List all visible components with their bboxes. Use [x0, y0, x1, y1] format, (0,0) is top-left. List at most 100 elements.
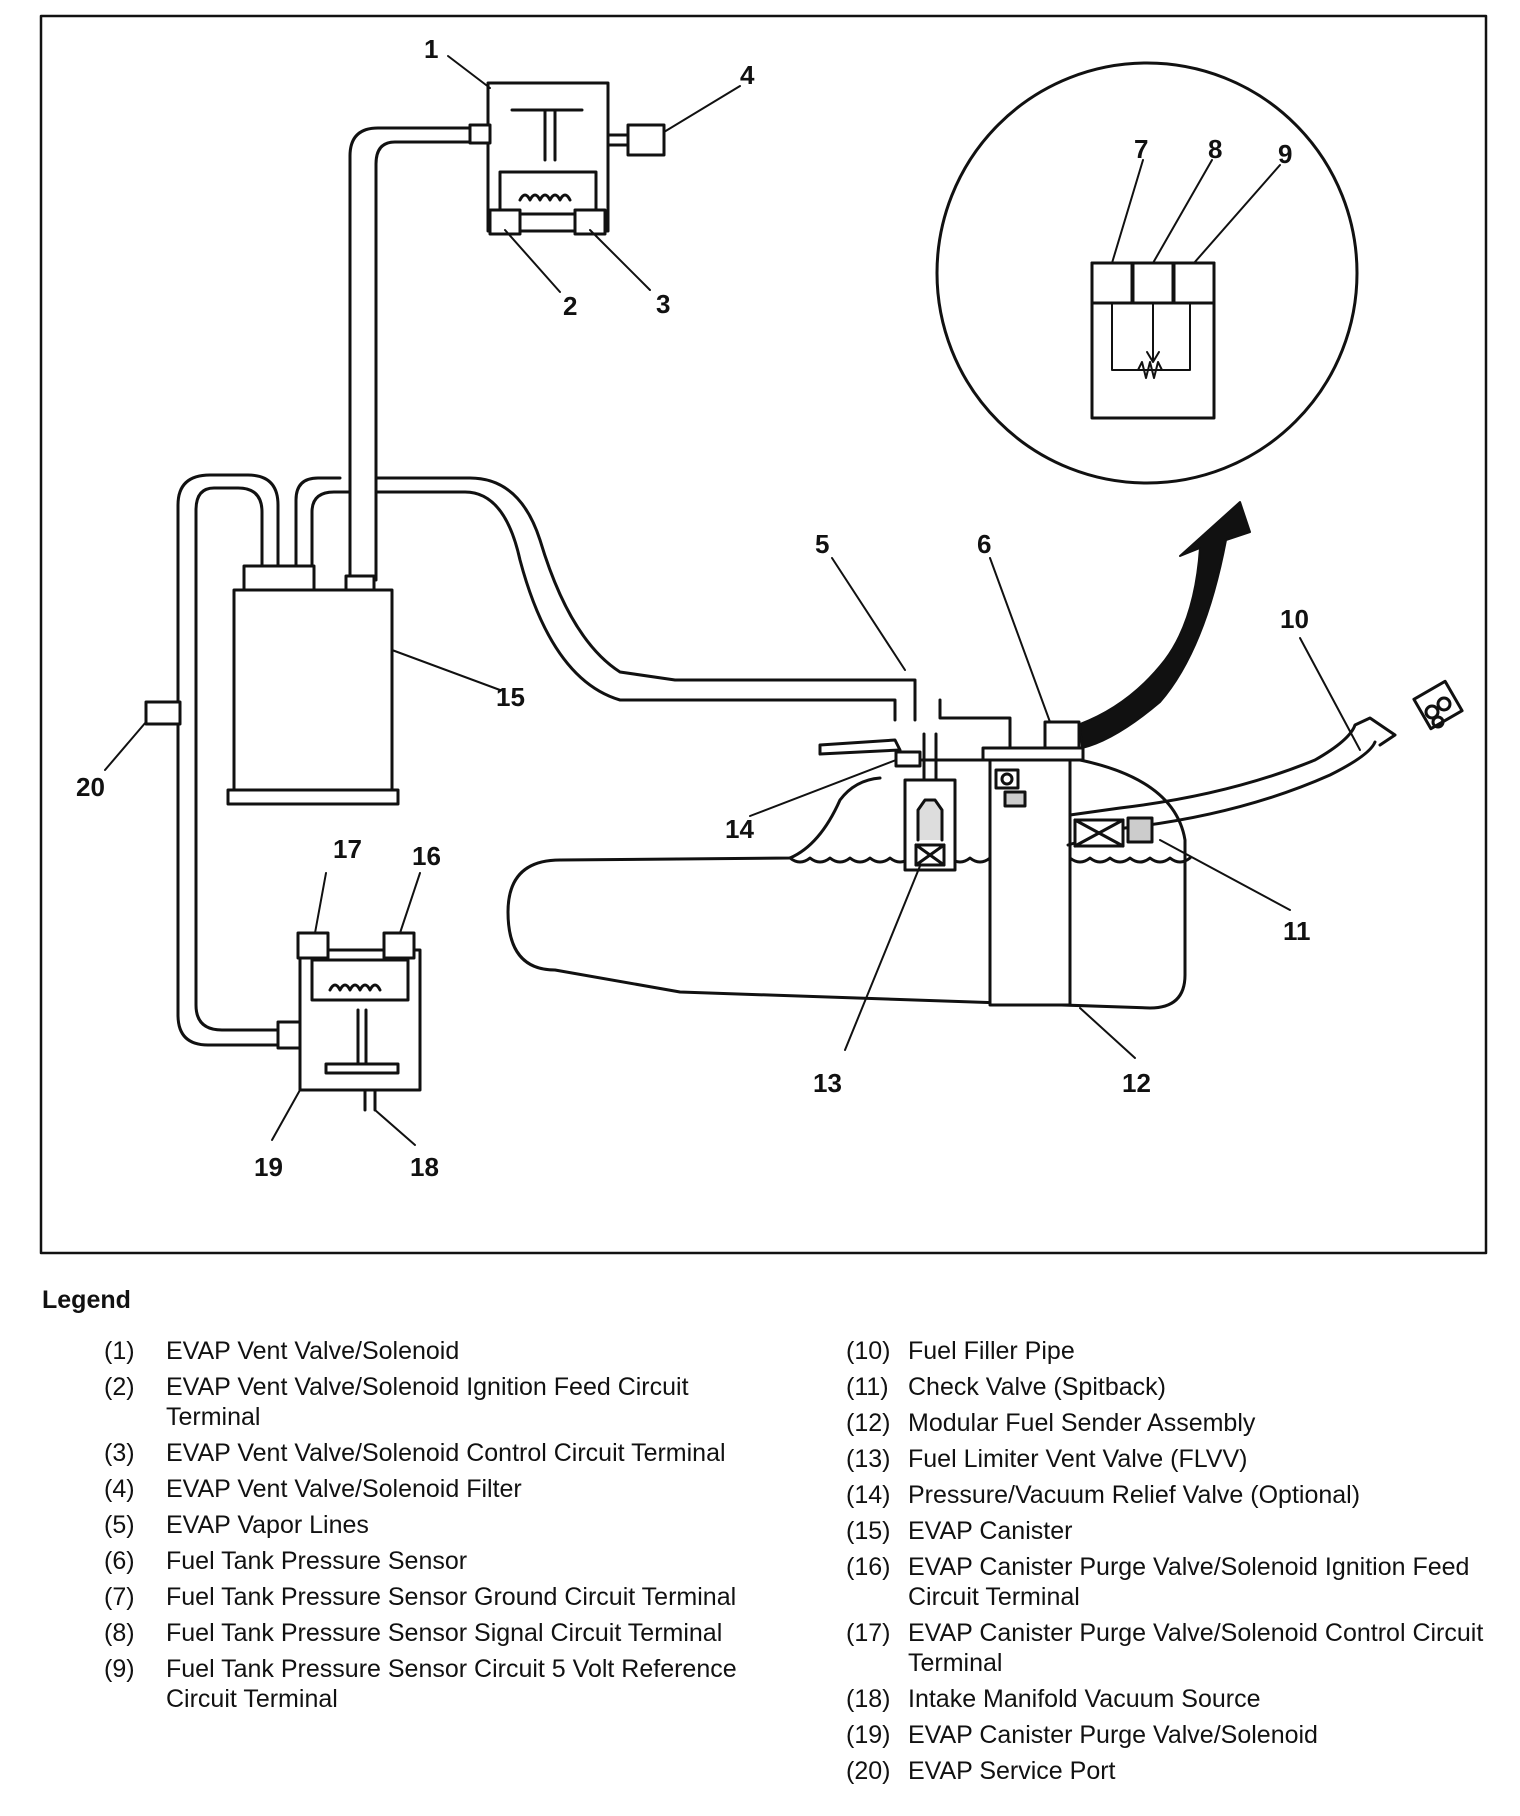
- legend-item-text: Pressure/Vacuum Relief Valve (Optional): [908, 1481, 1361, 1509]
- callout-13: 13: [813, 1068, 842, 1098]
- evap-vent-valve-solenoid: [468, 81, 632, 236]
- callout-9: 9: [1278, 139, 1292, 169]
- callout-16: 16: [412, 841, 441, 871]
- modular-fuel-sender-assembly: [938, 698, 1085, 1007]
- legend-title: Legend: [42, 1286, 131, 1314]
- legend-item-text: Intake Manifold Vacuum Source: [908, 1685, 1261, 1713]
- legend-item-number: (15): [846, 1517, 891, 1545]
- callout-11: 11: [1283, 916, 1311, 946]
- fuel-limiter-vent-valve: [903, 732, 957, 872]
- legend-item-number: (18): [846, 1685, 891, 1713]
- callout-4: 4: [740, 60, 755, 90]
- callout-10: 10: [1280, 604, 1309, 634]
- check-valve-spitback: [1073, 816, 1154, 848]
- legend-item-number: (4): [104, 1475, 135, 1503]
- legend-item: (12) Modular Fuel Sender Assembly: [846, 1408, 1506, 1438]
- legend-item-number: (17): [846, 1619, 891, 1647]
- legend-item: (17) EVAP Canister Purge Valve/Solenoid C…: [846, 1618, 1506, 1678]
- pressure-sensor-detail-view: [935, 61, 1359, 485]
- detail-arrow: [1079, 501, 1251, 749]
- callout-8: 8: [1208, 134, 1222, 164]
- legend-item: (4) EVAP Vent Valve/Solenoid Filter: [104, 1474, 744, 1504]
- legend-item-text: Fuel Tank Pressure Sensor Signal Circuit…: [166, 1619, 723, 1647]
- diagram-frame: [39, 14, 1488, 1255]
- legend-item-text: EVAP Service Port: [908, 1757, 1116, 1785]
- legend-item-number: (10): [846, 1337, 891, 1365]
- legend-item-number: (12): [846, 1409, 891, 1437]
- callout-15: 15: [496, 682, 525, 712]
- legend-item-text: EVAP Vent Valve/Solenoid Filter: [166, 1475, 522, 1503]
- legend-item-number: (9): [104, 1655, 135, 1683]
- legend-item-text: Fuel Filler Pipe: [908, 1337, 1075, 1365]
- callout-12: 12: [1122, 1068, 1151, 1098]
- legend-column-right: (10) Fuel Filler Pipe (11) Check Valve (Spi…: [846, 1336, 1506, 1792]
- legend-item: (6) Fuel Tank Pressure Sensor: [104, 1546, 744, 1576]
- evap-canister-purge-valve-solenoid: [276, 931, 422, 1112]
- legend-item: (1) EVAP Vent Valve/Solenoid: [104, 1336, 744, 1366]
- callout-14: 14: [725, 814, 754, 844]
- legend-item: (19)EVAP Canister Purge Valve/Solenoid: [846, 1720, 1506, 1750]
- legend-item-number: (8): [104, 1619, 135, 1647]
- legend-item-text: Fuel Limiter Vent Valve (FLVV): [908, 1445, 1248, 1473]
- legend-item-number: (2): [104, 1373, 135, 1401]
- fuel-tank-pressure-sensor: [1043, 720, 1081, 750]
- callout-3: 3: [656, 289, 670, 319]
- legend-item: (7) Fuel Tank Pressure Sensor Ground Circ…: [104, 1582, 744, 1612]
- legend-item-text: EVAP Canister Purge Valve/Solenoid: [908, 1721, 1318, 1749]
- legend-item: (2) EVAP Vent Valve/Solenoid Ignition Fee…: [104, 1372, 744, 1432]
- callout-2: 2: [563, 291, 577, 321]
- legend-item-text: Fuel Tank Pressure Sensor: [166, 1547, 468, 1575]
- callout-17: 17: [333, 834, 362, 864]
- legend-item-text: EVAP Canister Purge Valve/Solenoid Contr…: [908, 1619, 1484, 1677]
- legend-item-number: (1): [104, 1337, 135, 1365]
- callout-18: 18: [410, 1152, 439, 1182]
- legend-item-number: (6): [104, 1547, 135, 1575]
- legend-item-text: EVAP Vent Valve/Solenoid: [166, 1337, 460, 1365]
- callout-leaders: [104, 55, 1361, 1146]
- callout-7: 7: [1134, 134, 1148, 164]
- legend-column-left: (1) EVAP Vent Valve/Solenoid (2) EVAP Vent …: [104, 1336, 744, 1720]
- legend-item-text: Fuel Tank Pressure Sensor Circuit 5 Volt…: [166, 1655, 737, 1713]
- legend-item-number: (14): [846, 1481, 891, 1509]
- legend-item-text: EVAP Vapor Lines: [166, 1511, 369, 1539]
- callout-19: 19: [254, 1152, 283, 1182]
- canister-loop-hoses: [176, 473, 917, 1047]
- vent-hose: [348, 126, 472, 582]
- legend-item: (13) Fuel Limiter Vent Valve (FLVV): [846, 1444, 1506, 1474]
- evap-service-port: [144, 700, 182, 726]
- legend-item-text: EVAP Canister: [908, 1517, 1073, 1545]
- legend-item-number: (13): [846, 1445, 891, 1473]
- legend-item-text: EVAP Vent Valve/Solenoid Ignition Feed C…: [166, 1373, 689, 1431]
- legend-item-text: Modular Fuel Sender Assembly: [908, 1409, 1256, 1437]
- legend-item: (14) Pressure/Vacuum Relief Valve (Option…: [846, 1480, 1506, 1510]
- legend-item: (11) Check Valve (Spitback): [846, 1372, 1506, 1402]
- legend-item-number: (3): [104, 1439, 135, 1467]
- legend-item-number: (11): [846, 1373, 889, 1401]
- legend-item: (16) EVAP Canister Purge Valve/Solenoid I…: [846, 1552, 1506, 1612]
- legend-item-text: EVAP Vent Valve/Solenoid Control Circuit…: [166, 1439, 726, 1467]
- legend-item: (3) EVAP Vent Valve/Solenoid Control Circ…: [104, 1438, 744, 1468]
- legend-item-number: (16): [846, 1553, 891, 1581]
- evap-system-diagram: 1 2 3 4 5 6 7 8 9 10 11 12 13 14 15 16 1…: [39, 14, 1488, 1255]
- legend-item: (18) Intake Manifold Vacuum Source: [846, 1684, 1506, 1714]
- legend-item: (15) EVAP Canister: [846, 1516, 1506, 1546]
- legend-item-text: Fuel Tank Pressure Sensor Ground Circuit…: [166, 1583, 737, 1611]
- fuel-filler-pipe: [1066, 679, 1464, 847]
- legend-item-number: (5): [104, 1511, 135, 1539]
- legend-item-number: (7): [104, 1583, 135, 1611]
- legend-item: (8) Fuel Tank Pressure Sensor Signal Circ…: [104, 1618, 744, 1648]
- callout-5: 5: [815, 529, 829, 559]
- evap-canister: [226, 564, 400, 806]
- vent-valve-filter: [626, 123, 666, 157]
- legend-item-number: (20): [846, 1757, 891, 1785]
- legend-item: (9) Fuel Tank Pressure Sensor Circuit 5 V…: [104, 1654, 744, 1714]
- legend-item-text: Check Valve (Spitback): [908, 1373, 1166, 1401]
- legend-item-text: EVAP Canister Purge Valve/Solenoid Ignit…: [908, 1553, 1470, 1611]
- legend-item: (10) Fuel Filler Pipe: [846, 1336, 1506, 1366]
- pressure-vacuum-relief-valve: [818, 738, 957, 768]
- callout-20: 20: [76, 772, 105, 802]
- callout-numbers: 1 2 3 4 5 6 7 8 9 10 11 12 13 14 15 16 1…: [76, 34, 1311, 1182]
- callout-6: 6: [977, 529, 991, 559]
- legend-item: (5) EVAP Vapor Lines: [104, 1510, 744, 1540]
- fuel-tank: [506, 758, 1192, 1010]
